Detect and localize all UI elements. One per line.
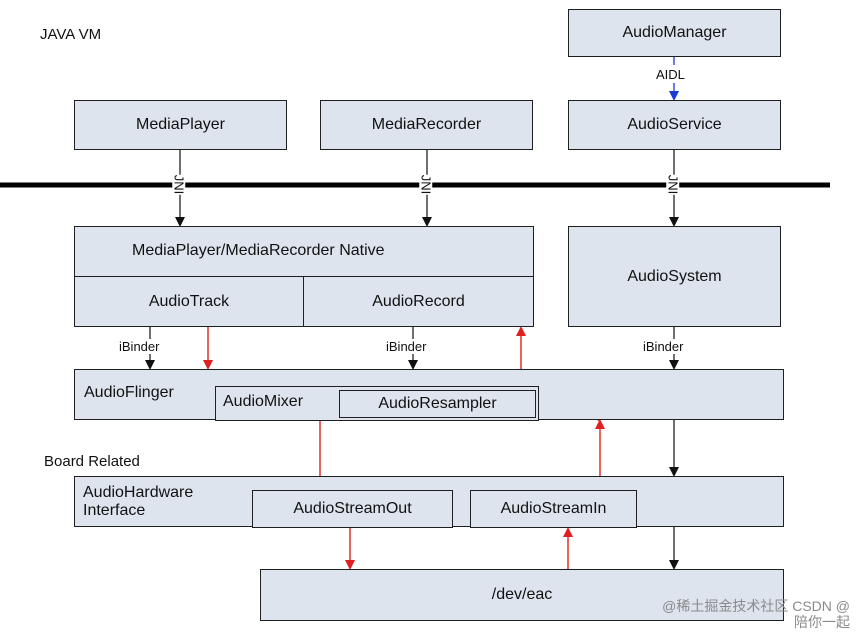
media-recorder-label: MediaRecorder bbox=[371, 116, 482, 133]
ibinder-label-audiorecord: iBinder bbox=[386, 339, 427, 354]
audio-record-label: AudioRecord bbox=[372, 292, 465, 310]
audio-stream-out-box: AudioStreamOut bbox=[252, 490, 453, 528]
aidl-label: AIDL bbox=[656, 67, 685, 82]
media-recorder-box: MediaRecorder bbox=[320, 100, 533, 150]
audio-hardware-interface-line1: AudioHardware bbox=[83, 484, 194, 501]
jni-label-audioservice: JNI bbox=[665, 174, 681, 195]
dev-eac-label: /dev/eac bbox=[491, 586, 553, 603]
audio-manager-box: AudioManager bbox=[568, 9, 781, 57]
audio-stream-in-box: AudioStreamIn bbox=[470, 490, 637, 528]
media-player-box: MediaPlayer bbox=[74, 100, 287, 150]
native-label: MediaPlayer/MediaRecorder Native bbox=[132, 242, 385, 259]
audio-track-box: AudioTrack bbox=[74, 276, 304, 327]
audio-mixer-label: AudioMixer bbox=[223, 393, 304, 410]
java-vm-label: JAVA VM bbox=[40, 26, 102, 43]
audio-service-label: AudioService bbox=[627, 116, 722, 133]
audio-service-box: AudioService bbox=[568, 100, 781, 150]
audio-manager-label: AudioManager bbox=[622, 24, 727, 41]
watermark-text: @稀土掘金技术社区 CSDN @陪你一起 bbox=[662, 598, 850, 630]
media-player-label: MediaPlayer bbox=[136, 116, 225, 133]
audio-stream-in-label: AudioStreamIn bbox=[500, 500, 607, 517]
audio-hardware-interface-line2: Interface bbox=[83, 502, 146, 519]
audio-system-box: AudioSystem bbox=[568, 226, 781, 327]
dev-eac-box: /dev/eac bbox=[260, 569, 784, 621]
audio-track-label: AudioTrack bbox=[148, 292, 230, 310]
jni-label-mediarecorder: JNI bbox=[418, 174, 434, 195]
audio-stream-out-label: AudioStreamOut bbox=[293, 500, 412, 517]
jni-label-mediaplayer: JNI bbox=[171, 174, 187, 195]
audio-hardware-interface-label: AudioHardware Interface bbox=[83, 484, 193, 520]
audio-resampler-box: AudioResampler bbox=[339, 390, 536, 418]
audio-record-box: AudioRecord bbox=[303, 276, 534, 327]
ibinder-label-audiosystem: iBinder bbox=[643, 339, 684, 354]
audio-system-label: AudioSystem bbox=[627, 267, 722, 285]
audio-flinger-label: AudioFlinger bbox=[84, 384, 174, 401]
ibinder-label-audiotrack: iBinder bbox=[119, 339, 160, 354]
audio-resampler-label: AudioResampler bbox=[378, 395, 497, 412]
board-related-label: Board Related bbox=[44, 453, 140, 470]
